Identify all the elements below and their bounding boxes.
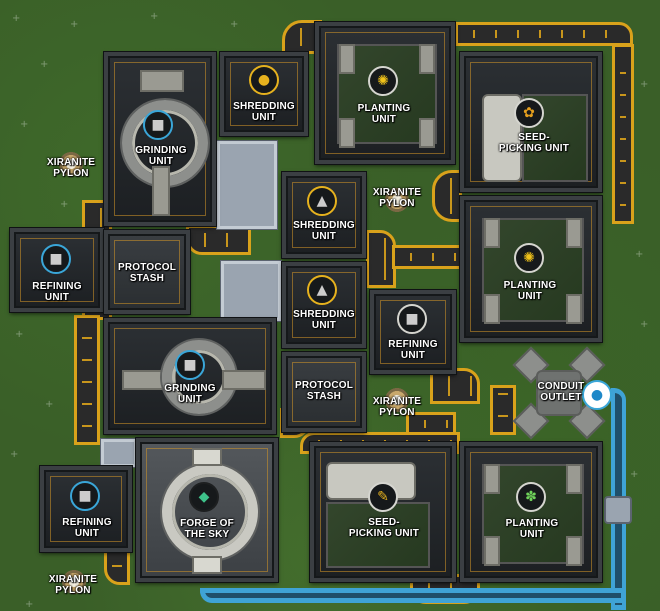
machine-part xyxy=(152,166,170,216)
seed-picking-unit-label: SEED- PICKING UNIT xyxy=(348,517,420,539)
conduit-outlet[interactable] xyxy=(512,346,606,440)
grass-sparkle: + xyxy=(20,119,29,130)
machine-part xyxy=(484,218,500,248)
shredding-unit-label: SHREDDING UNIT xyxy=(293,220,355,242)
machine-part xyxy=(140,70,184,92)
machine-part xyxy=(339,44,355,74)
xiranite-pylon[interactable] xyxy=(383,186,411,214)
protocol-stash-label: PROTOCOL STASH xyxy=(294,380,354,402)
seed-icon: ✿ xyxy=(514,98,544,128)
protocol-stash-top[interactable] xyxy=(103,229,191,315)
grass-sparkle: + xyxy=(60,199,69,210)
seed-picking-unit-label: SEED- PICKING UNIT xyxy=(498,132,570,154)
xiranite-pylon[interactable] xyxy=(383,386,411,414)
machine-part xyxy=(566,536,582,566)
foundation-tile xyxy=(100,438,138,468)
ore-cube-icon: ■ xyxy=(175,350,205,380)
grinding-unit-label: GRINDING UNIT xyxy=(164,383,216,405)
ore-cube-icon: ■ xyxy=(143,110,173,140)
machine-part xyxy=(339,118,355,148)
grass-sparkle: + xyxy=(10,449,19,460)
grass-sparkle: + xyxy=(70,19,79,30)
pipe-valve[interactable] xyxy=(604,496,632,524)
conveyor-belt[interactable] xyxy=(490,385,516,435)
sprout-icon: ✽ xyxy=(516,482,546,512)
conveyor-belt[interactable] xyxy=(392,245,464,269)
gold-nugget-icon: ● xyxy=(249,65,279,95)
pipe-segment[interactable] xyxy=(200,588,626,603)
machine-part xyxy=(484,536,500,566)
machine-part xyxy=(566,294,582,324)
grass-sparkle: + xyxy=(40,59,49,70)
conveyor-belt[interactable] xyxy=(455,22,633,46)
grass-sparkle: + xyxy=(230,19,239,30)
foundation-tile xyxy=(216,140,278,230)
grass-sparkle: + xyxy=(150,11,159,22)
grass-sparkle: + xyxy=(25,599,34,610)
shredding-unit-label: SHREDDING UNIT xyxy=(233,101,295,123)
machine-part xyxy=(222,370,266,390)
machine-part xyxy=(566,218,582,248)
grinding-unit-label: GRINDING UNIT xyxy=(135,145,187,167)
grass-sparkle: + xyxy=(635,249,644,260)
machine-part xyxy=(419,118,435,148)
seed-picking-unit-bottom[interactable] xyxy=(309,441,457,583)
machine-part xyxy=(192,556,222,574)
xiranite-pylon-label: XIRANITE PYLON xyxy=(372,187,422,209)
conveyor-belt[interactable] xyxy=(430,368,480,404)
planting-unit-label: PLANTING UNIT xyxy=(357,103,411,125)
xiranite-pylon-label: XIRANITE PYLON xyxy=(372,396,422,418)
ore-cube-icon: ■ xyxy=(397,304,427,334)
ore-chunk-icon: ▲ xyxy=(307,186,337,216)
conduit-body xyxy=(536,370,582,416)
protocol-stash-mid[interactable] xyxy=(281,351,367,433)
foundation-tile xyxy=(220,260,282,322)
planting-unit-right[interactable] xyxy=(459,195,603,343)
conveyor-belt[interactable] xyxy=(74,315,100,445)
grass-sparkle: + xyxy=(12,13,21,24)
ore-cube-icon: ■ xyxy=(70,481,100,511)
xiranite-pylon[interactable] xyxy=(60,568,88,596)
planting-unit-bottom[interactable] xyxy=(459,441,603,583)
ore-chunk-icon: ▲ xyxy=(307,275,337,305)
grass-sparkle: + xyxy=(630,469,639,480)
xiranite-pylon[interactable] xyxy=(57,150,85,178)
seed-picking-unit-top[interactable] xyxy=(459,51,603,193)
refining-unit-label: REFINING UNIT xyxy=(62,517,112,539)
refining-unit-label: REFINING UNIT xyxy=(388,339,438,361)
grass-sparkle: + xyxy=(640,79,649,90)
planting-unit-top[interactable] xyxy=(314,21,456,165)
crystal-icon: ◆ xyxy=(189,482,219,512)
ore-cube-icon: ■ xyxy=(41,244,71,274)
xiranite-pylon-label: XIRANITE PYLON xyxy=(46,157,96,179)
machine-part xyxy=(484,294,500,324)
machine-part xyxy=(419,44,435,74)
machine-part xyxy=(192,448,222,466)
planting-unit-label: PLANTING UNIT xyxy=(505,518,559,540)
shredding-unit-label: SHREDDING UNIT xyxy=(293,309,355,331)
protocol-stash-label: PROTOCOL STASH xyxy=(117,262,177,284)
conduit-outlet-label: CONDUIT OUTLET xyxy=(537,381,585,403)
refining-unit-label: REFINING UNIT xyxy=(32,281,82,303)
plant-bed xyxy=(326,502,430,568)
water-drop-icon: ● xyxy=(582,380,612,410)
grass-sparkle: + xyxy=(45,399,54,410)
wheat-icon: ✎ xyxy=(368,482,398,512)
yellow-flower-icon: ✺ xyxy=(514,243,544,273)
forge-ring xyxy=(162,464,258,560)
grass-sparkle: + xyxy=(15,329,24,340)
grass-sparkle: + xyxy=(640,319,649,330)
yellow-flower-icon: ✺ xyxy=(368,66,398,96)
grinding-unit-mid[interactable] xyxy=(103,317,277,435)
xiranite-pylon-label: XIRANITE PYLON xyxy=(48,574,98,596)
forge-label: FORGE OF THE SKY xyxy=(180,518,234,540)
planting-unit-label: PLANTING UNIT xyxy=(503,280,557,302)
machine-part xyxy=(566,464,582,494)
conveyor-belt[interactable] xyxy=(612,44,634,224)
machine-part xyxy=(484,464,500,494)
conveyor-belt[interactable] xyxy=(432,170,462,222)
